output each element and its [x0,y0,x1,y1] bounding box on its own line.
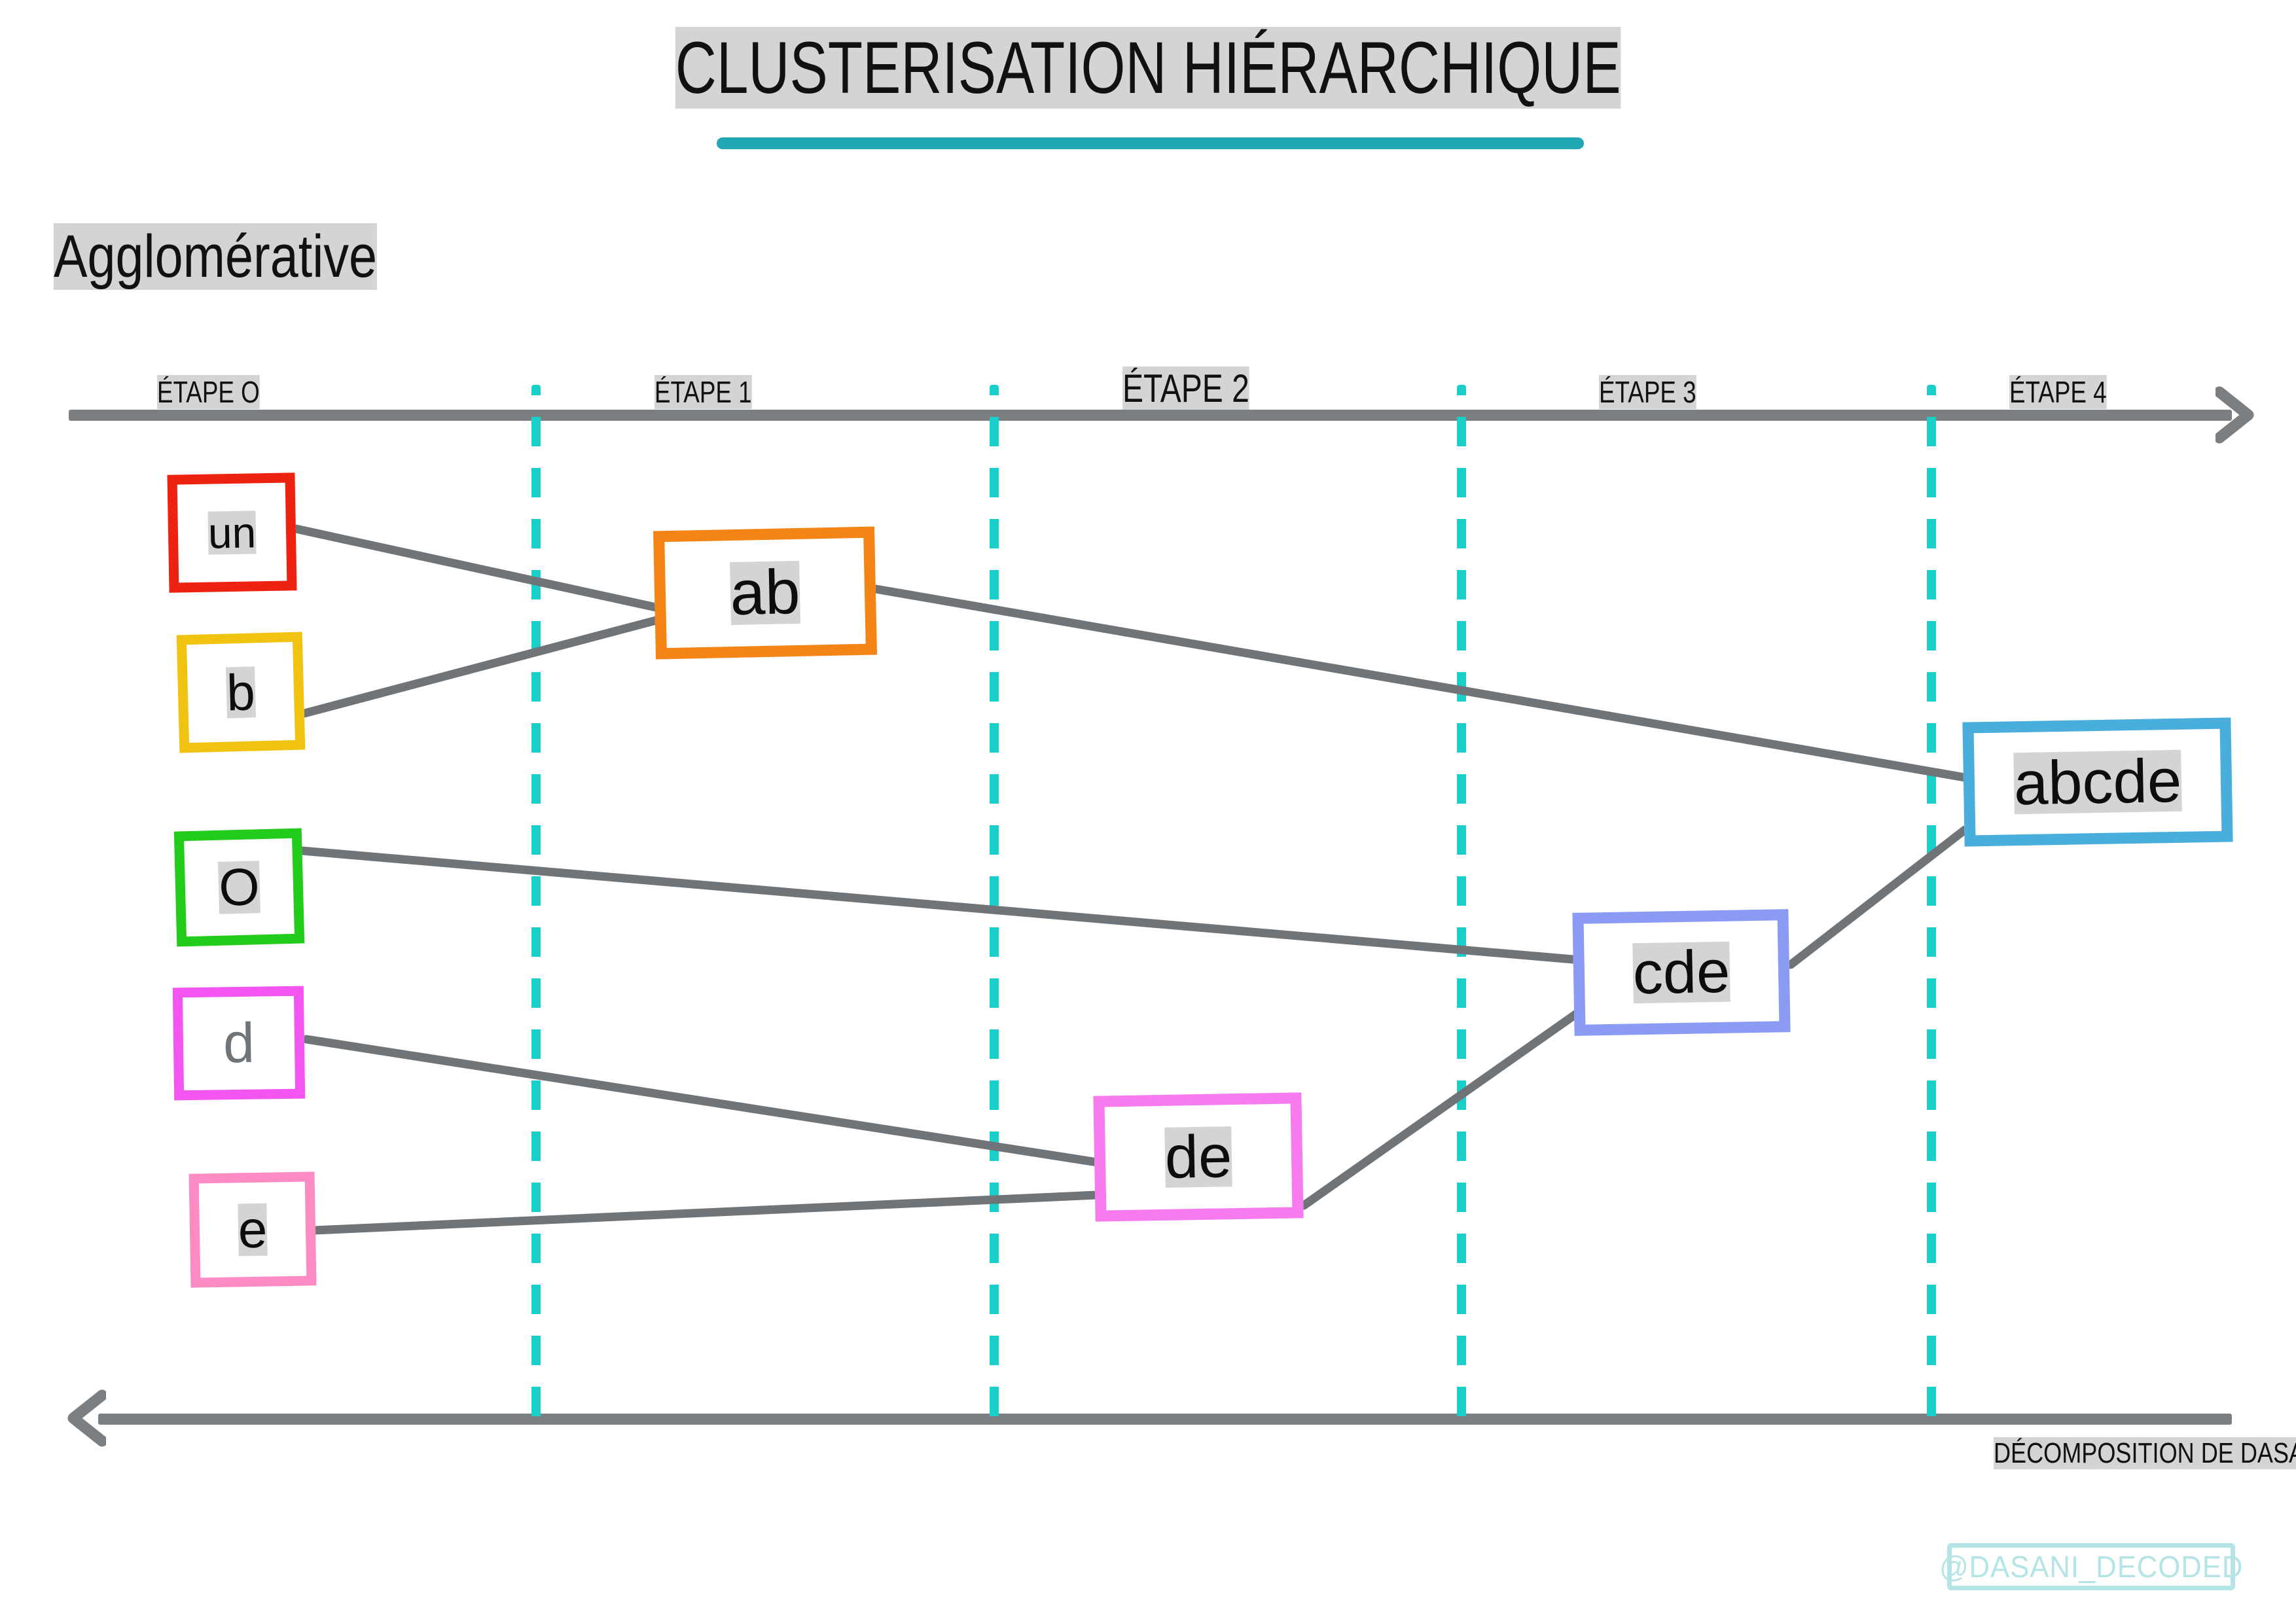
section-subtitle-text: Agglomérative [54,223,377,290]
cluster-link-b-ab [300,616,660,718]
step-separator-1 [990,385,999,1419]
timeline-axis-bottom [98,1414,2232,1425]
cluster-node-label: e [237,1200,268,1259]
cluster-link-e-de [310,1190,1102,1235]
section-subtitle: Agglomérative [54,223,377,291]
cluster-node-label: O [218,857,260,917]
title-underline [717,137,1584,149]
cluster-node-label: un [207,508,257,558]
cluster-node-d[interactable]: d [172,986,306,1101]
cluster-link-c-cde [298,846,1578,964]
cluster-node-de[interactable]: de [1093,1092,1304,1222]
step-separator-2 [1457,385,1466,1419]
cluster-node-cde[interactable]: cde [1572,909,1791,1036]
watermark-badge: @DASANI_DECODED [1939,1543,2242,1590]
step-label-text: ÉTAPE 1 [655,374,752,409]
cluster-node-ab[interactable]: ab [653,526,878,660]
page-title-text: CLUSTERISATION HIÉRARCHIQUE [675,27,1621,109]
cluster-node-label: de [1164,1123,1233,1191]
cluster-link-de-cde [1299,1008,1582,1210]
cluster-node-label: d [223,1011,255,1075]
cluster-node-label: b [226,663,256,722]
cluster-node-label: cde [1632,938,1731,1007]
cluster-node-e[interactable]: e [188,1171,317,1288]
timeline-arrow-right-icon [2215,386,2254,444]
step-label-0: ÉTAPE O [157,374,260,410]
cluster-link-ab-abcde [871,584,1969,782]
step-label-1: ÉTAPE 1 [655,374,752,410]
step-label-3: ÉTAPE 3 [1599,374,1696,410]
step-label-text: ÉTAPE 2 [1122,366,1249,410]
footer-caption-text: DÉCOMPOSITION DE DASANI [1994,1437,2296,1469]
step-label-2: ÉTAPE 2 [1122,366,1249,411]
cluster-node-a[interactable]: un [167,473,297,593]
step-label-4: ÉTAPE 4 [2009,374,2107,410]
step-separator-3 [1927,385,1936,1419]
cluster-link-a-ab [291,524,660,612]
cluster-node-label: ab [729,556,801,629]
page-title-wrapper: CLUSTERISATION HIÉRARCHIQUE [0,26,2296,111]
cluster-link-d-de [302,1035,1102,1167]
step-separator-0 [531,385,541,1419]
timeline-arrow-left-icon [67,1389,106,1447]
timeline-axis-top [69,410,2232,421]
watermark-text: @DASANI_DECODED [1939,1550,2244,1584]
cluster-node-c[interactable]: O [173,828,305,947]
cluster-node-abcde[interactable]: abcde [1962,717,2233,847]
page-title: CLUSTERISATION HIÉRARCHIQUE [675,26,1621,111]
step-label-text: ÉTAPE O [157,374,260,409]
footer-caption: DÉCOMPOSITION DE DASANI [1994,1437,2296,1470]
cluster-node-label: abcde [2013,745,2182,818]
cluster-node-b[interactable]: b [176,632,306,753]
step-label-text: ÉTAPE 3 [1599,374,1696,409]
step-label-text: ÉTAPE 4 [2009,374,2107,409]
cluster-link-cde-abcde [1786,825,1969,969]
